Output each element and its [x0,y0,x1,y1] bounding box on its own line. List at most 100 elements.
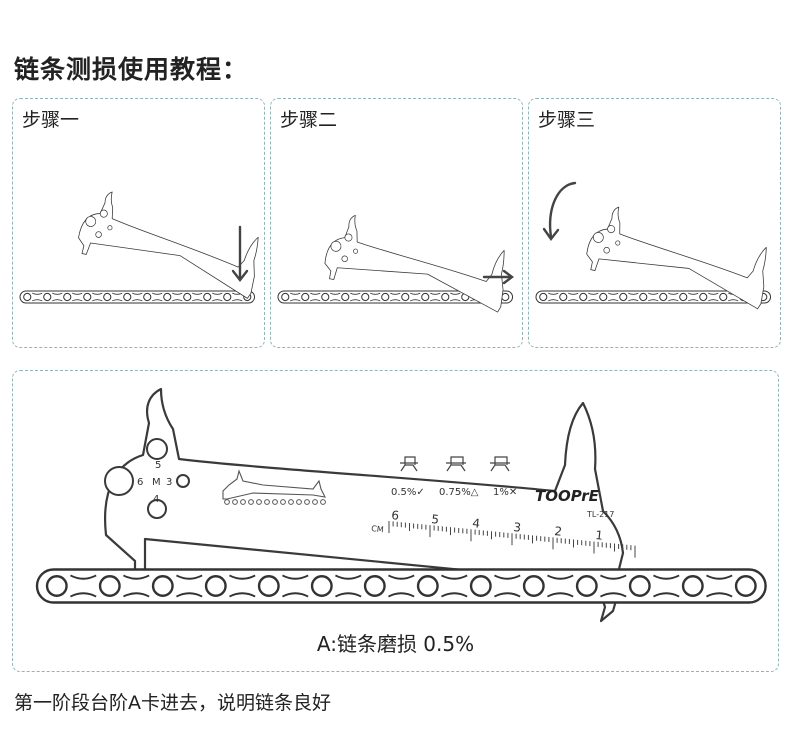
wear-indicators [400,456,510,472]
chain-roller [619,292,628,302]
page-title: 链条测损使用教程： [14,55,249,84]
ruler-number: 2 [554,524,563,539]
chain-roller [659,292,668,302]
down-arrow-icon [231,225,249,282]
chain-link [494,574,521,598]
chain-link [72,292,83,302]
ruler-scale [388,521,636,558]
chain-roller [341,292,350,302]
footer-note: 第一阶段台阶A卡进去，说明链条良好 [14,692,331,714]
detail-panel: 5 6 M 3 4 0.5%✓ 0.75%△ 1%✕ [12,370,779,672]
wear-mark-label: 0.5%✓ [391,487,425,498]
step-2-illustration [277,211,514,313]
step-label-2: 步骤二 [280,109,338,131]
chain-outline [35,568,767,604]
step-panel-3: 步骤三 [528,98,781,348]
wear-mark-label: 0.75%△ [439,487,479,498]
step-label-1: 步骤一 [22,109,80,131]
chain-roller [522,575,545,597]
chain-link [568,292,579,302]
right-arrow-icon [482,269,514,285]
chain-link [310,292,321,302]
chain-link [70,574,97,598]
chain-link [588,292,599,302]
chain-checker-tool [104,387,625,623]
chain-roller [539,292,548,302]
step-panel-2: 步骤二 [270,98,523,348]
chain-roller [204,575,227,597]
chain-link [450,292,461,302]
chain-roller [599,292,608,302]
chain-roller [45,575,68,597]
brand-logo: TOOPrE [535,487,600,505]
chain-roller [628,575,651,597]
ruler-number: 5 [431,512,440,527]
ruler-number: 1 [595,528,604,543]
chain-link [92,292,103,302]
step-3-illustration [535,181,775,310]
chain-roller [203,292,212,302]
step-1-illustration [19,186,266,304]
chain-link [152,292,163,302]
curved-arrow-icon [542,181,577,242]
chain-link [192,292,203,302]
chain-link [708,292,719,302]
chain-roller [639,292,648,302]
chain-roller [469,575,492,597]
chain-link [410,292,421,302]
chain-roller [575,575,598,597]
chain-roller [143,292,152,302]
chain-link [282,574,309,598]
chain-roller [23,292,32,302]
chain-link [600,574,627,598]
chain-roller [98,575,121,597]
chain-checker-tool [73,186,266,300]
hex-label: 4 [153,494,159,505]
chain-link [608,292,619,302]
chain-roller [734,575,757,597]
chain-link [388,574,415,598]
engraved-tool-icon [222,469,326,505]
chain-roller [43,292,52,302]
chain-roller [123,292,132,302]
chain-link [430,292,441,302]
ruler-number: 4 [472,516,481,531]
hex-label: M [152,477,161,488]
chain-link [706,574,733,598]
chain-roller [301,292,310,302]
chain-link [32,292,43,302]
wear-mark-label: 1%✕ [493,487,517,498]
chain-illustration [35,568,767,604]
chain-link [668,292,679,302]
chain-link [548,292,559,302]
chain-roller [699,292,708,302]
chain-link [290,292,301,302]
ruler-number: 6 [391,508,400,523]
chain-roller [421,292,430,302]
chain-link [132,292,143,302]
chain-roller [183,292,192,302]
chain-outline [19,290,256,304]
hex-label: 3 [166,477,172,488]
chain-roller [223,292,232,302]
chain-roller [363,575,386,597]
chain-link [52,292,63,302]
chain-roller [719,292,728,302]
step-label-3: 步骤三 [538,109,596,131]
chain-link [688,292,699,302]
chain-roller [83,292,92,302]
chain-roller [381,292,390,302]
chain-illustration [277,290,514,304]
model-number: TL-217 [586,510,614,519]
chain-link [123,574,150,598]
detail-illustration: 5 6 M 3 4 0.5%✓ 0.75%△ 1%✕ [35,387,767,623]
chain-link [390,292,401,302]
chain-link [212,292,223,302]
chain-roller [163,292,172,302]
hex-label: 6 [137,477,143,488]
chain-link [112,292,123,302]
chain-roller [321,292,330,302]
chain-link [441,574,468,598]
chain-roller [441,292,450,302]
hex-label: 5 [155,460,161,471]
